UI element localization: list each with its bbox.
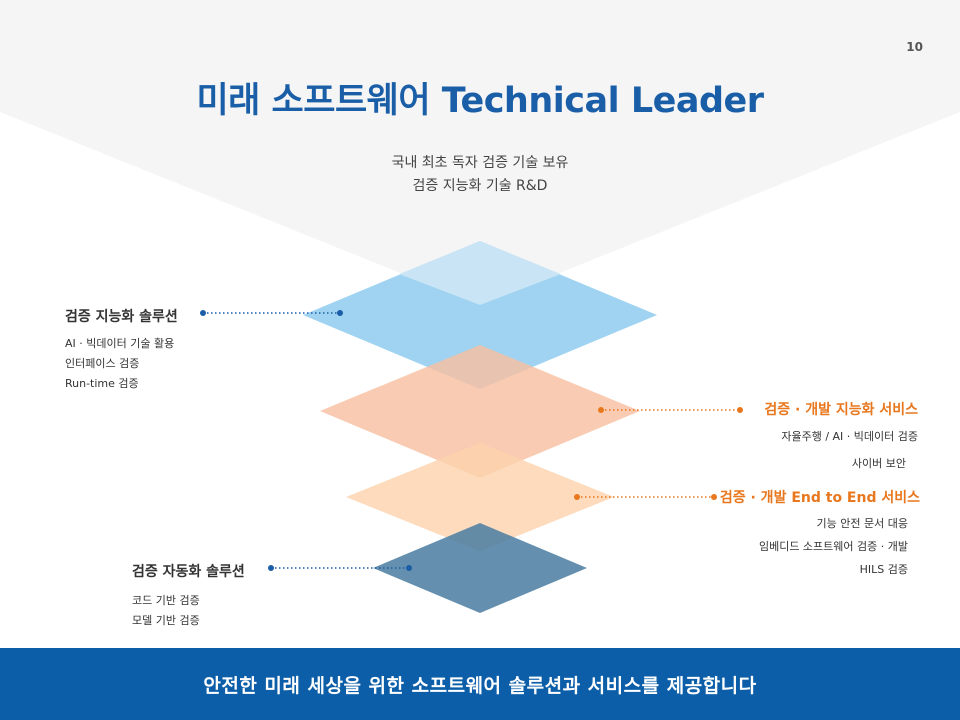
solution-block-automation: 검증 자동화 솔루션 코드 기반 검증 모델 기반 검증 xyxy=(132,561,245,631)
connector-dot xyxy=(574,494,580,500)
background-funnel xyxy=(0,0,960,305)
service-block-intelligent: 검증 · 개발 지능화 서비스 자율주행 / AI · 빅데이터 검증 사이버 … xyxy=(764,399,918,477)
block-items: 자율주행 / AI · 빅데이터 검증 사이버 보안 xyxy=(764,423,918,477)
layer-sky-blue xyxy=(303,241,657,389)
block-item: Run-time 검증 xyxy=(65,377,139,390)
connector-dot xyxy=(268,565,274,571)
page-title: 미래 소프트웨어 Technical Leader xyxy=(196,81,764,121)
block-item: AI · 빅데이터 기술 활용 xyxy=(65,337,175,350)
block-item: 자율주행 / AI · 빅데이터 검증 xyxy=(781,430,918,443)
layer-diagram xyxy=(0,0,960,613)
block-heading: 검증 · 개발 End to End 서비스 xyxy=(719,490,920,506)
block-item: 사이버 보안 xyxy=(851,457,906,470)
service-block-end-to-end: 검증 · 개발 End to End 서비스 기능 안전 문서 대응 임베디드 … xyxy=(720,487,920,581)
connector-dot xyxy=(200,310,206,316)
block-item: 기능 안전 문서 대응 xyxy=(816,517,908,530)
connector-dot xyxy=(337,310,343,316)
block-item: HILS 검증 xyxy=(859,563,908,576)
layer-sky-blue-highlight xyxy=(399,241,561,305)
subtitle: 국내 최초 독자 검증 기술 보유 검증 지능화 기술 R&D xyxy=(0,152,960,198)
solution-block-intelligent: 검증 지능화 솔루션 AI · 빅데이터 기술 활용 인터페이스 검증 Run-… xyxy=(65,306,178,394)
block-item: 임베디드 소프트웨어 검증 · 개발 xyxy=(758,540,908,553)
connector-dot xyxy=(406,565,412,571)
block-item: 코드 기반 검증 xyxy=(132,594,200,607)
block-heading: 검증 · 개발 지능화 서비스 xyxy=(764,402,918,418)
connector-dot xyxy=(737,407,743,413)
layer-salmon xyxy=(320,345,640,478)
footer-banner: 안전한 미래 세상을 위한 소프트웨어 솔루션과 서비스를 제공합니다 xyxy=(0,648,960,720)
page-number: 10 xyxy=(906,40,923,54)
block-heading: 검증 자동화 솔루션 xyxy=(132,564,245,580)
subtitle-line: 국내 최초 독자 검증 기술 보유 xyxy=(391,155,569,171)
layer-steel-blue xyxy=(373,523,587,613)
connector-dot xyxy=(711,494,717,500)
block-item: 모델 기반 검증 xyxy=(132,614,200,627)
footer-text: 안전한 미래 세상을 위한 소프트웨어 솔루션과 서비스를 제공합니다 xyxy=(203,674,757,697)
subtitle-line: 검증 지능화 기술 R&D xyxy=(412,178,548,194)
block-items: 기능 안전 문서 대응 임베디드 소프트웨어 검증 · 개발 HILS 검증 xyxy=(720,512,920,581)
block-heading: 검증 지능화 솔루션 xyxy=(65,309,178,325)
block-item: 인터페이스 검증 xyxy=(65,357,140,370)
block-items: AI · 빅데이터 기술 활용 인터페이스 검증 Run-time 검증 xyxy=(65,334,178,394)
layer-peach xyxy=(346,443,614,551)
block-items: 코드 기반 검증 모델 기반 검증 xyxy=(132,591,245,631)
connector-dot xyxy=(598,407,604,413)
